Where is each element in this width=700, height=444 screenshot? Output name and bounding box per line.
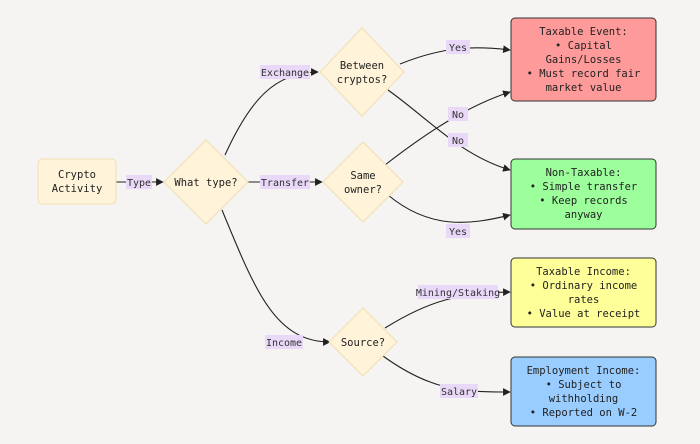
crypto-activity-line-2: Activity: [52, 183, 103, 195]
edge-label-mining-staking: Mining/Staking: [416, 285, 500, 299]
taxable-event-line-3: Gains/Losses: [546, 54, 622, 66]
taxable-income-line-2: • Ordinary income: [530, 280, 637, 292]
edge-label-yes-nontaxable-text: Yes: [449, 227, 467, 238]
edge-label-salary: Salary: [440, 384, 478, 398]
same-owner-line-1: Same: [350, 170, 375, 182]
edge-label-salary-text: Salary: [441, 387, 477, 398]
edge-label-yes-nontaxable: Yes: [446, 224, 470, 238]
edge-between-to-nontaxable: [387, 89, 511, 172]
edge-label-no-nontaxable-text: No: [452, 136, 464, 147]
taxable-event-line-2: • Capital: [555, 40, 612, 52]
edge-label-yes-taxable: Yes: [446, 40, 470, 54]
edge-label-no-taxable-text: No: [452, 110, 464, 121]
decision-what-type: What type?: [163, 139, 249, 225]
decision-source: Source?: [328, 307, 398, 377]
edge-sameowner-to-nontaxable: [387, 194, 511, 223]
edge-label-type-text: Type: [127, 178, 151, 189]
employment-income-line-4: • Reported on W-2: [530, 407, 637, 419]
taxable-event-line-4: • Must record fair: [527, 68, 641, 80]
non-taxable-line-2: • Simple transfer: [530, 181, 637, 193]
between-cryptos-line-1: Between: [340, 60, 384, 72]
edge-type-to-source: [221, 209, 331, 346]
edge-label-no-taxable: No: [448, 107, 468, 121]
edge-label-no-nontaxable: No: [448, 133, 468, 147]
edges: [116, 45, 511, 396]
taxable-income-line-3: rates: [568, 294, 600, 306]
edge-sameowner-to-taxable: [384, 90, 511, 166]
edge-label-transfer: Transfer: [260, 175, 310, 189]
taxable-income-line-4: • Value at receipt: [527, 308, 641, 320]
non-taxable-line-3: • Keep records: [539, 195, 628, 207]
edge-label-yes-taxable-text: Yes: [449, 43, 467, 54]
decision-between-cryptos: Between cryptos?: [319, 27, 405, 117]
outcome-employment-income: Employment Income: • Subject to withhold…: [510, 356, 657, 427]
taxable-event-line-1: Taxable Event:: [539, 26, 628, 38]
edge-label-exchange-text: Exchange: [261, 68, 309, 79]
edge-labels: Type Exchange Transfer Income Yes No No: [126, 40, 500, 398]
node-crypto-activity: Crypto Activity: [37, 158, 117, 205]
source-text: Source?: [341, 337, 385, 349]
non-taxable-line-1: Non-Taxable:: [546, 167, 622, 179]
edge-label-type: Type: [126, 175, 152, 189]
same-owner-line-2: owner?: [344, 184, 382, 196]
what-type-text: What type?: [174, 177, 237, 189]
employment-income-line-3: withholding: [549, 393, 619, 405]
non-taxable-line-4: anyway: [565, 209, 603, 221]
edge-label-income-text: Income: [266, 338, 302, 349]
decision-same-owner: Same owner?: [322, 141, 404, 223]
employment-income-line-1: Employment Income:: [527, 365, 641, 377]
edge-label-mining-staking-text: Mining/Staking: [416, 288, 500, 299]
between-cryptos-line-2: cryptos?: [337, 74, 388, 86]
outcome-taxable-income: Taxable Income: • Ordinary income rates …: [510, 257, 657, 328]
employment-income-line-2: • Subject to: [546, 379, 622, 391]
taxable-income-line-1: Taxable Income:: [536, 266, 631, 278]
edge-label-income: Income: [265, 335, 303, 349]
edge-label-transfer-text: Transfer: [261, 178, 309, 189]
edge-label-exchange: Exchange: [260, 65, 310, 79]
edge-type-to-between: [224, 68, 319, 156]
crypto-activity-line-1: Crypto: [58, 169, 96, 181]
outcome-taxable-event: Taxable Event: • Capital Gains/Losses • …: [510, 17, 657, 102]
outcome-non-taxable: Non-Taxable: • Simple transfer • Keep re…: [510, 158, 657, 230]
taxable-event-line-5: market value: [546, 82, 622, 94]
